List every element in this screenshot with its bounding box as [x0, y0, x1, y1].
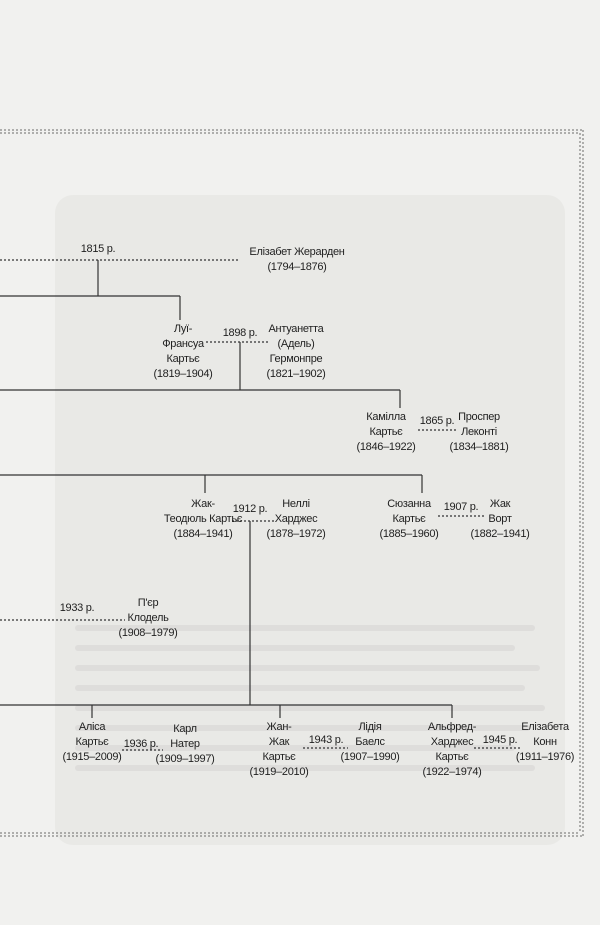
- person-suzanna-kartie: Сюзанна Картьє (1885–1960): [379, 498, 439, 540]
- person-zhak-teodul-kartie: Жак- Теодюль Картьє (1884–1941): [163, 498, 243, 540]
- decorative-frame: [0, 129, 584, 837]
- marriage-year-1898: 1898 р.: [222, 327, 258, 339]
- marriage-year-1933: 1933 р.: [59, 602, 95, 614]
- marriage-year-1815: 1815 р.: [80, 243, 116, 255]
- marriage-year-1907: 1907 р.: [443, 501, 479, 513]
- person-lui-fransua-kartie: Луї- Франсуа Картьє (1819–1904): [153, 323, 213, 380]
- person-elisabet-zherarden: Елізабет Жерарден (1794–1876): [249, 246, 345, 273]
- marriage-year-1865: 1865 р.: [419, 415, 455, 427]
- person-prosper-lekonti: Проспер Леконті (1834–1881): [449, 411, 509, 453]
- person-kamilla-kartie: Камілла Картьє (1846–1922): [356, 411, 416, 453]
- person-alisa-kartie: Аліса Картьє (1915–2009): [62, 721, 122, 763]
- person-lidiia-baels: Лідія Баелс (1907–1990): [340, 721, 400, 763]
- marriage-year-1936: 1936 р.: [123, 738, 159, 750]
- person-zhak-vort: Жак Ворт (1882–1941): [470, 498, 530, 540]
- marriage-year-1943: 1943 р.: [308, 734, 344, 746]
- person-pier-klodel: П'єр Клодель (1908–1979): [118, 597, 178, 639]
- marriage-year-1945: 1945 р.: [482, 734, 518, 746]
- marriage-year-1912: 1912 р.: [232, 503, 268, 515]
- show-through-background: [55, 195, 565, 845]
- person-nelli-kharjes: Неллі Харджес (1878–1972): [266, 498, 326, 540]
- person-zhan-zhak-kartie: Жан- Жак Картьє (1919–2010): [249, 721, 309, 778]
- person-alfred-kharjes-kartie: Альфред- Харджес Картьє (1922–1974): [422, 721, 482, 778]
- person-antuanetta-hermonpre: Антуанетта (Адель) Гермонпре (1821–1902): [266, 323, 326, 380]
- person-karl-nater: Карл Натер (1909–1997): [155, 723, 215, 765]
- person-elisabeta-konn: Елізабета Конн (1911–1976): [515, 721, 575, 763]
